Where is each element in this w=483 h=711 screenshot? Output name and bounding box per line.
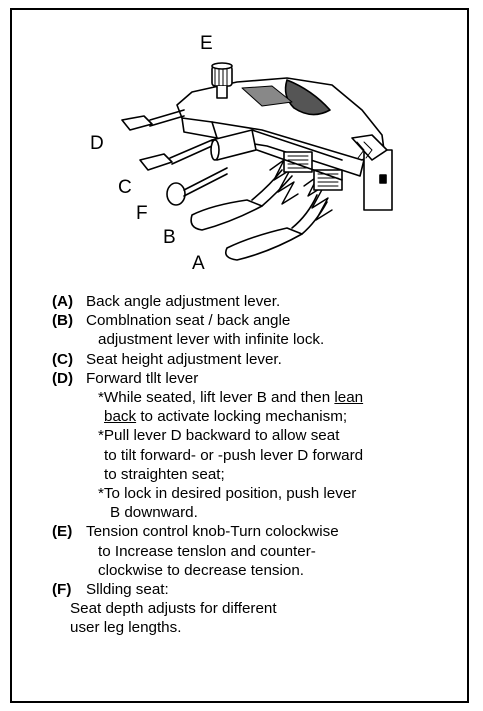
legend-key: (F)	[52, 581, 72, 599]
legend-item-e: (E) Tension control knob-Turn colockwise…	[52, 522, 462, 580]
callout-e: E	[200, 33, 213, 54]
legend-line: Seat depth adjusts for different	[70, 600, 277, 618]
legend-line: Tension control knob-Turn colockwise	[86, 523, 339, 541]
legend-note: back to activate locking mechanism;	[86, 407, 462, 426]
legend-text: Back angle adjustment lever.	[86, 292, 462, 311]
legend-text: Forward tllt lever *While seated, lift l…	[86, 369, 462, 523]
legend-note: *To lock in desired position, push lever	[98, 485, 357, 503]
callout-b: B	[163, 227, 176, 248]
legend-text: Tension control knob-Turn colockwise to …	[86, 522, 462, 580]
legend-text: Seat height adjustment lever.	[86, 350, 462, 369]
legend-note: B downward.	[110, 504, 198, 522]
legend-line: clockwise to decrease tension.	[98, 561, 304, 579]
callout-f: F	[136, 203, 148, 224]
instruction-panel: E D C F B A (A) Back angle adjustment le…	[10, 8, 469, 703]
legend-item-c: (C) Seat height adjustment lever.	[52, 350, 462, 369]
note-underlined-text: lean	[334, 389, 364, 407]
legend-note: *While seated, lift lever B and then lea…	[86, 388, 462, 407]
note-text: *While seated, lift lever B and then	[98, 389, 335, 407]
note-text: to activate locking mechanism;	[136, 408, 348, 426]
legend-text: Sllding seat: Seat depth adjusts for dif…	[70, 580, 462, 638]
parts-legend: (A) Back angle adjustment lever. (B) Com…	[52, 292, 462, 638]
legend-line: user leg lengths.	[70, 619, 182, 637]
legend-line: Forward tllt lever	[86, 369, 199, 387]
legend-key: (D)	[52, 369, 74, 387]
legend-line: Back angle adjustment lever.	[86, 293, 281, 310]
legend-line: adjustment lever with infinite lock.	[98, 331, 325, 349]
note-underlined-text: back	[104, 408, 137, 426]
legend-key: (A)	[52, 293, 74, 310]
legend-note: to straighten seat;	[104, 465, 225, 483]
legend-note: *Pull lever D backward to allow seat	[98, 427, 340, 445]
legend-note: to tilt forward- or -push lever D forwar…	[104, 446, 364, 464]
legend-key: (E)	[52, 523, 73, 541]
legend-key: (C)	[52, 350, 74, 368]
legend-line: Comblnation seat / back angle	[86, 312, 291, 330]
legend-item-a: (A) Back angle adjustment lever.	[52, 292, 462, 311]
legend-text: Comblnation seat / back angle adjustment…	[86, 311, 462, 349]
legend-item-f: (F) Sllding seat: Seat depth adjusts for…	[52, 580, 462, 638]
legend-key: (B)	[52, 312, 74, 330]
legend-item-d: (D) Forward tllt lever *While seated, li…	[52, 369, 462, 523]
legend-line: to Increase tenslon and counter-	[98, 542, 316, 560]
callout-a: A	[192, 253, 205, 274]
legend-line: Seat height adjustment lever.	[86, 350, 282, 368]
legend-line: Sllding seat:	[86, 581, 169, 599]
chair-mechanism-diagram: E D C F B A	[12, 10, 471, 300]
legend-item-b: (B) Comblnation seat / back angle adjust…	[52, 311, 462, 349]
callout-d: D	[90, 133, 104, 154]
callout-c: C	[118, 177, 132, 198]
chair-mechanism-illustration	[121, 62, 393, 261]
